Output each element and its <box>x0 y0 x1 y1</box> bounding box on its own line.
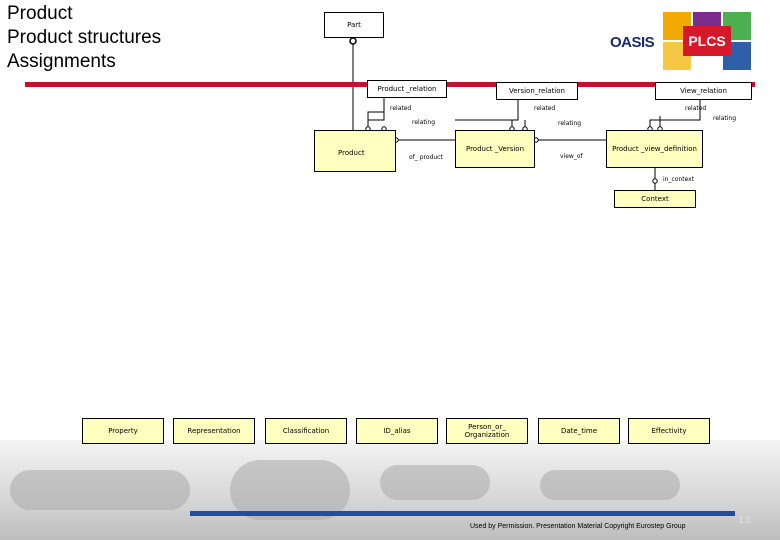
role-view-of: view_of <box>560 153 583 160</box>
role-in-context: in_context <box>663 176 695 183</box>
oasis-logo: OASIS <box>610 34 655 51</box>
role-of-product: of_ product <box>409 154 443 161</box>
entity-product-version: Product _Version <box>455 130 535 168</box>
role-related-2: related <box>534 105 556 112</box>
entity-context: Context <box>614 190 696 208</box>
role-related-1: related <box>390 105 412 112</box>
assignment-classification: Classification <box>265 418 347 444</box>
background-photo-strip <box>0 440 780 540</box>
entity-product-relation: Product _relation <box>367 80 447 98</box>
assignment-person-or-organization: Person_or_ Organization <box>446 418 528 444</box>
assignment-representation: Representation <box>173 418 255 444</box>
assignment-property: Property <box>82 418 164 444</box>
role-relating-3: relating <box>713 115 737 122</box>
role-related-3: related <box>685 105 707 112</box>
page-number: 13 <box>738 515 751 526</box>
footer-bar <box>190 511 735 516</box>
role-relating-1: relating <box>412 119 436 126</box>
slide-title: Product Product structures Assignments <box>7 2 161 74</box>
copyright-footer: Used by Permission. Presentation Materia… <box>470 523 686 530</box>
entity-version-relation: Version_relation <box>496 82 578 100</box>
entity-product: Product <box>314 130 396 172</box>
entity-part: Part <box>324 12 384 38</box>
title-line-2: Product structures <box>7 27 162 48</box>
title-line-3: Assignments <box>7 51 116 72</box>
aircraft-silhouette-2 <box>380 465 490 500</box>
assignment-effectivity: Effectivity <box>628 418 710 444</box>
engine-silhouette <box>230 460 350 520</box>
assignment-id-alias: ID_alias <box>356 418 438 444</box>
entity-product-view-definition: Product _view_definition <box>606 130 703 168</box>
plcs-wordmark: PLCS <box>683 26 731 56</box>
entity-view-relation: View_relation <box>655 82 752 100</box>
title-line-1: Product <box>7 3 73 24</box>
assignment-date-time: Date_time <box>538 418 620 444</box>
role-relating-2: relating <box>558 120 582 127</box>
ship-silhouette <box>540 470 680 500</box>
aircraft-silhouette <box>10 470 190 510</box>
